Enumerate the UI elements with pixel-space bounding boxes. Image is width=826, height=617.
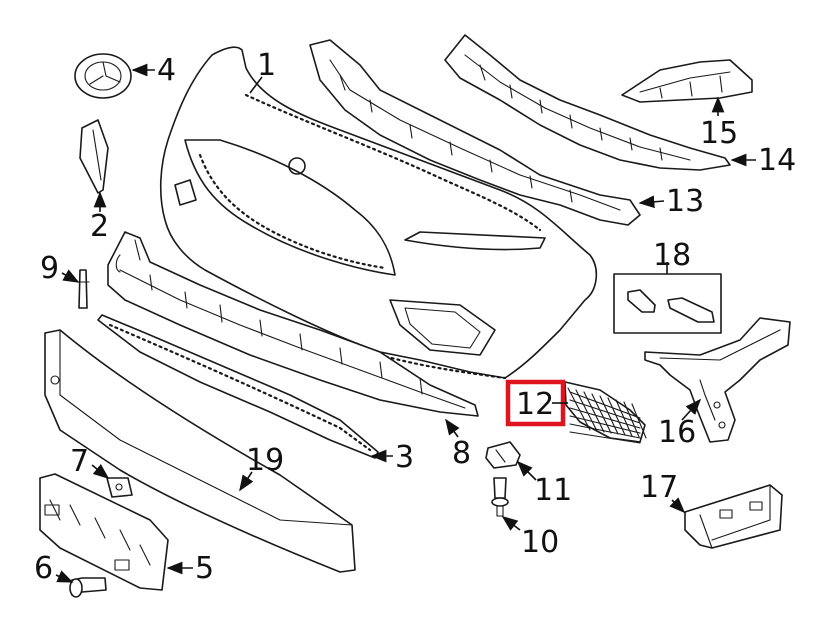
part-1-callout: 1 — [249, 48, 276, 94]
part-4-callout: 4 — [131, 53, 176, 88]
nut-plate-drawing — [106, 477, 133, 498]
part-label-15: 15 — [700, 116, 738, 151]
license-plate-bracket-drawing — [39, 473, 169, 591]
part-5-callout: 5 — [166, 551, 214, 586]
mounting-bracket-drawing — [684, 484, 783, 549]
part-label-10: 10 — [521, 525, 559, 560]
part-13-callout: 13 — [638, 184, 704, 219]
upper-reinforcement-drawing — [444, 34, 731, 171]
screw-drawing — [491, 477, 509, 517]
part-17-callout: 17 — [640, 470, 686, 514]
part-12-callout: 12 — [505, 379, 568, 427]
upper-support-beam-drawing — [309, 39, 641, 226]
part-label-8: 8 — [452, 436, 471, 471]
part-label-5: 5 — [195, 551, 214, 586]
clip-set-drawing — [613, 273, 722, 334]
part-label-16: 16 — [658, 415, 696, 450]
part-10-callout: 10 — [501, 516, 559, 560]
part-label-13: 13 — [666, 184, 704, 219]
part-label-6: 6 — [34, 551, 53, 586]
grille-insert-drawing — [564, 381, 647, 444]
part-label-3: 3 — [395, 440, 414, 475]
part-6-callout: 6 — [34, 551, 74, 586]
part-label-19: 19 — [246, 443, 284, 478]
clip-drawing — [485, 441, 521, 469]
part-14-callout: 14 — [730, 143, 796, 178]
part-label-1: 1 — [257, 48, 276, 83]
part-label-9: 9 — [40, 251, 59, 286]
part-3-callout: 3 — [370, 440, 414, 475]
part-18-callout: 18 — [653, 238, 691, 274]
part-15-callout: 15 — [700, 96, 738, 151]
bumper-cover-drawing — [159, 46, 598, 380]
part-label-14: 14 — [758, 143, 796, 178]
part-8-callout: 8 — [445, 418, 471, 471]
part-11-callout: 11 — [516, 460, 572, 508]
side-bracket-drawing — [644, 317, 791, 443]
part-label-17: 17 — [640, 470, 678, 505]
part-2-callout: 2 — [90, 191, 109, 244]
part-label-12: 12 — [516, 387, 554, 422]
part-label-18: 18 — [653, 238, 691, 273]
bolt-drawing — [69, 577, 107, 598]
part-label-2: 2 — [90, 209, 109, 244]
emblem-drawing — [74, 53, 132, 99]
part-16-callout: 16 — [658, 398, 702, 450]
upper-bracket-drawing — [621, 59, 753, 103]
part-label-4: 4 — [157, 53, 176, 88]
part-9-callout: 9 — [40, 251, 80, 286]
part-label-7: 7 — [70, 444, 89, 479]
part-label-11: 11 — [534, 473, 572, 508]
part-7-callout: 7 — [70, 444, 110, 480]
lower-grille-carrier-drawing — [107, 231, 479, 417]
reinforcement-bar-drawing — [44, 329, 356, 573]
part-19-callout: 19 — [239, 443, 284, 492]
grille-mesh — [567, 387, 647, 444]
pin-drawing — [76, 269, 90, 309]
small-bracket-drawing — [79, 119, 109, 194]
